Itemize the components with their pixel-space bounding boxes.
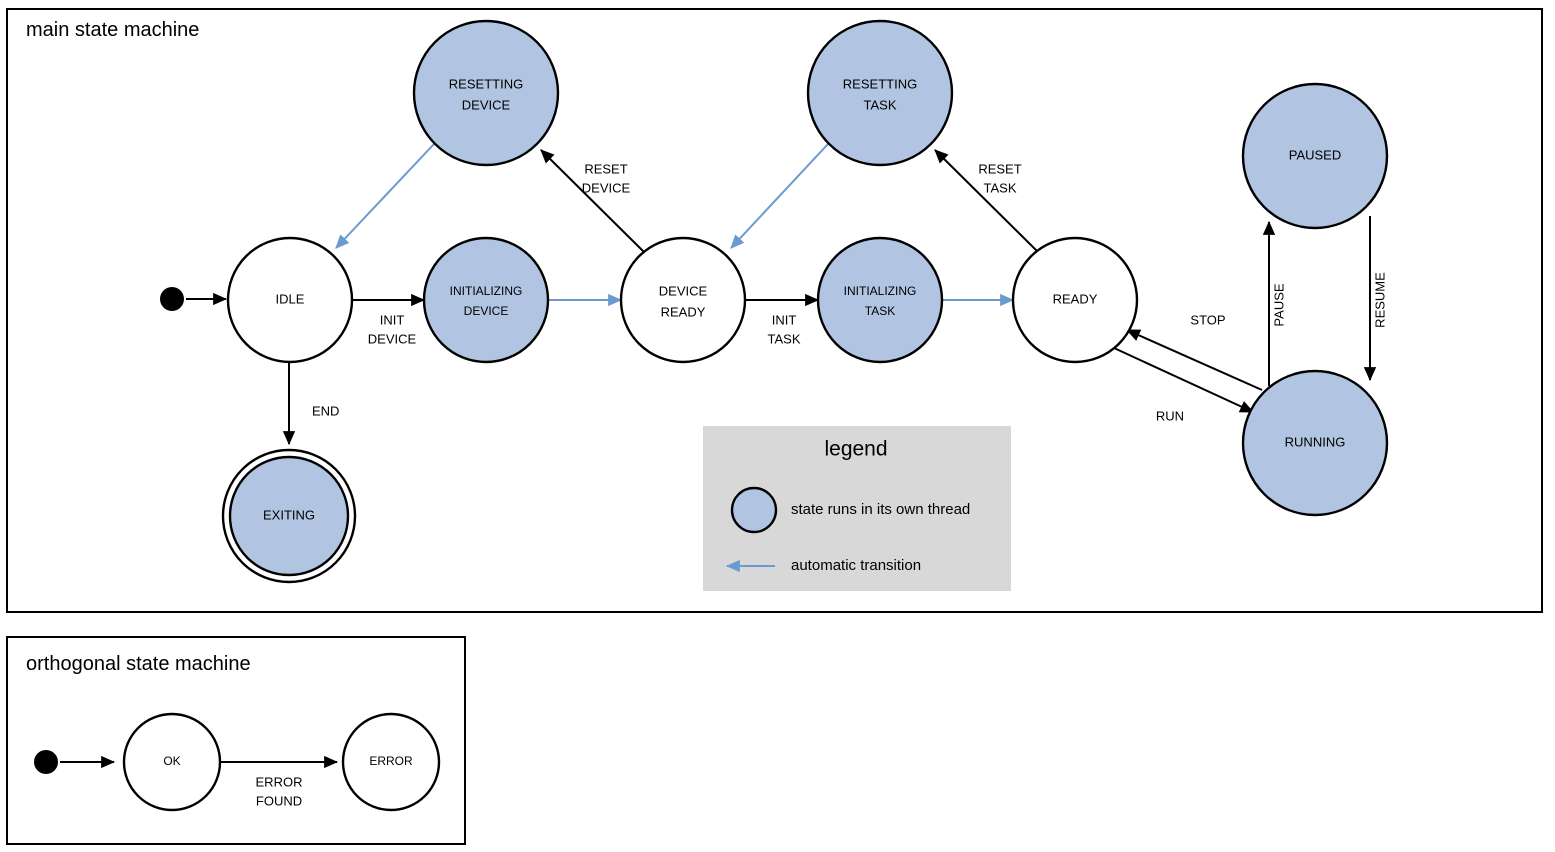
transition-label-init-task-line1: INIT — [772, 312, 797, 327]
state-initializing-task[interactable]: INITIALIZING TASK — [816, 236, 944, 364]
transition-label-run: RUN — [1156, 408, 1184, 423]
transition-ready-to-resetting-task — [934, 149, 1039, 253]
state-paused-label: PAUSED — [1289, 147, 1342, 162]
legend: legend state runs in its own thread auto… — [703, 426, 1011, 591]
state-ready-label: READY — [1053, 291, 1098, 306]
state-running-shape[interactable] — [1241, 369, 1389, 517]
state-exiting-label: EXITING — [263, 507, 315, 522]
orthogonal-state-machine-frame: orthogonal state machine ERROR FOUND OK … — [6, 636, 466, 845]
transition-label-end: END — [312, 403, 339, 418]
transition-label-reset-device-line1: RESET — [584, 161, 627, 176]
state-initializing-device[interactable]: INITIALIZING DEVICE — [422, 236, 550, 364]
state-paused[interactable]: PAUSED — [1241, 82, 1389, 230]
state-initializing-task-shape[interactable] — [816, 236, 944, 364]
state-error-shape[interactable] — [341, 712, 441, 812]
legend-item-thread-state-label: state runs in its own thread — [791, 501, 970, 518]
transition-label-reset-task-line1: RESET — [978, 161, 1021, 176]
transition-label-resume: RESUME — [1372, 272, 1387, 328]
state-resetting-device-label-line1: RESETTING — [449, 76, 523, 91]
state-exiting[interactable]: EXITING — [221, 448, 357, 584]
start-state-icon — [160, 287, 184, 311]
transition-label-reset-device-line2: DEVICE — [582, 180, 631, 195]
state-device-ready-shape[interactable] — [619, 236, 747, 364]
state-initializing-device-label-line1: INITIALIZING — [450, 284, 523, 298]
transition-device-ready-to-resetting-device — [540, 149, 645, 253]
state-initializing-task-label-line2: TASK — [865, 304, 895, 318]
state-idle[interactable]: IDLE — [226, 236, 354, 364]
state-device-ready[interactable]: DEVICE READY — [619, 236, 747, 364]
state-resetting-task-label-line1: RESETTING — [843, 76, 917, 91]
state-initializing-task-label-line1: INITIALIZING — [844, 284, 917, 298]
state-resetting-device[interactable]: RESETTING DEVICE — [412, 19, 560, 167]
transition-resetting-task-to-device-ready — [730, 143, 829, 249]
transition-label-error-found-line1: ERROR — [256, 774, 303, 789]
legend-thread-state-icon — [730, 486, 778, 534]
state-resetting-device-shape[interactable] — [412, 19, 560, 167]
transition-running-to-ready — [1125, 329, 1263, 391]
state-device-ready-label-line2: READY — [661, 304, 706, 319]
transition-label-init-device-line1: INIT — [380, 312, 405, 327]
state-ok-label: OK — [163, 754, 180, 768]
state-device-ready-label-line1: DEVICE — [659, 283, 708, 298]
state-exiting-shape[interactable] — [228, 455, 350, 577]
legend-item-automatic-transition-label: automatic transition — [791, 557, 921, 574]
state-resetting-task[interactable]: RESETTING TASK — [806, 19, 954, 167]
state-error-label: ERROR — [369, 754, 413, 768]
state-ok-shape[interactable] — [122, 712, 222, 812]
legend-title: legend — [824, 438, 887, 461]
state-initializing-device-shape[interactable] — [422, 236, 550, 364]
state-paused-shape[interactable] — [1241, 82, 1389, 230]
transition-label-init-device-line2: DEVICE — [368, 331, 417, 346]
main-transitions-layer: INIT DEVICE RESET DEVICE INIT TASK RESET… — [186, 143, 1387, 446]
state-ready[interactable]: READY — [1011, 236, 1139, 364]
main-states-layer: IDLE RESETTING DEVICE INITIALIZING DEVIC… — [160, 19, 1389, 584]
state-running-label: RUNNING — [1285, 434, 1346, 449]
state-resetting-device-label-line2: DEVICE — [462, 97, 511, 112]
transition-label-error-found-line2: FOUND — [256, 793, 302, 808]
transition-label-stop: STOP — [1190, 312, 1225, 327]
state-ok[interactable]: OK — [122, 712, 222, 812]
state-idle-label: IDLE — [276, 291, 305, 306]
transition-resetting-device-to-idle — [335, 143, 435, 249]
transition-ready-to-running — [1113, 347, 1255, 413]
state-resetting-task-label-line2: TASK — [864, 97, 897, 112]
orthogonal-frame-title: orthogonal state machine — [26, 653, 251, 675]
state-resetting-task-shape[interactable] — [806, 19, 954, 167]
state-initializing-device-label-line2: DEVICE — [464, 304, 509, 318]
main-frame-title: main state machine — [26, 19, 199, 41]
transition-label-reset-task-line2: TASK — [984, 180, 1017, 195]
state-running[interactable]: RUNNING — [1241, 369, 1389, 517]
state-error[interactable]: ERROR — [341, 712, 441, 812]
state-ready-shape[interactable] — [1011, 236, 1139, 364]
ortho-start-state-icon — [34, 750, 58, 774]
transition-label-init-task-line2: TASK — [768, 331, 801, 346]
state-idle-shape[interactable] — [226, 236, 354, 364]
transition-label-pause: PAUSE — [1271, 283, 1286, 326]
